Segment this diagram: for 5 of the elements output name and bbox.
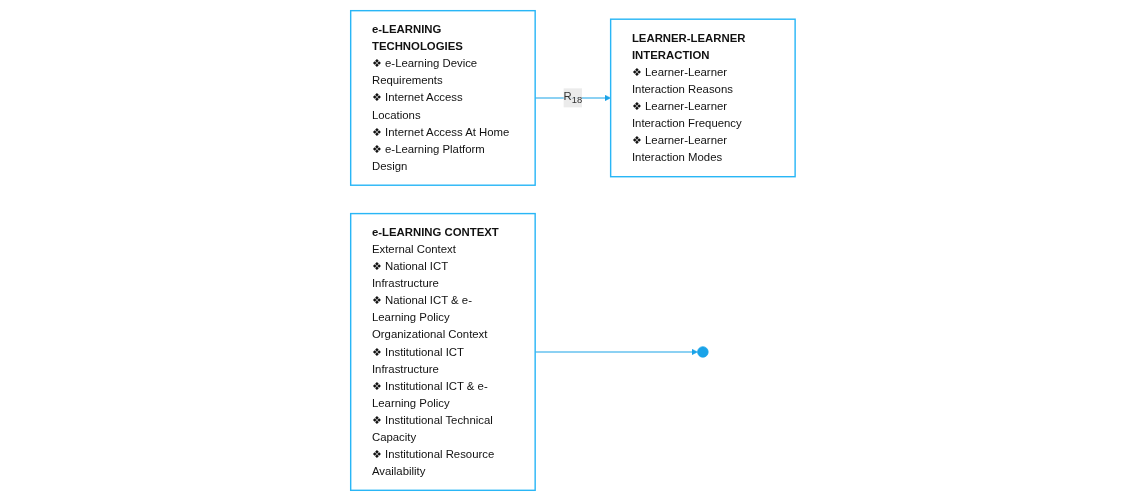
node-box [609, 18, 796, 178]
node-box [349, 212, 536, 491]
arrow [534, 348, 698, 356]
diagram: R$_{18}$ e-LEARNING TECHNOLOGIES ❖ e-Learning Device Requirements ❖ Internet Access Locations ❖ Internet Access At Home ❖ e-Learning Platform Design LEARNER-LEARNER INTERACTION ❖ Learner-Learner Interaction Reasons ❖ Learner-Learner Interaction Frequency ❖ Learner-Learner Interaction Modes e-LEARNING CONTEXT External Context ❖ National ICT Infrastructure ❖ National ICT & e-Learning Policy Organizational Context ❖ Institutional ICT Infrastructure ❖ Institutional ICT & e-Learning Policy ❖ Institutional Technical Capacity ❖ Institutional Resource Availability [344, 5, 801, 496]
node-box [349, 9, 536, 186]
